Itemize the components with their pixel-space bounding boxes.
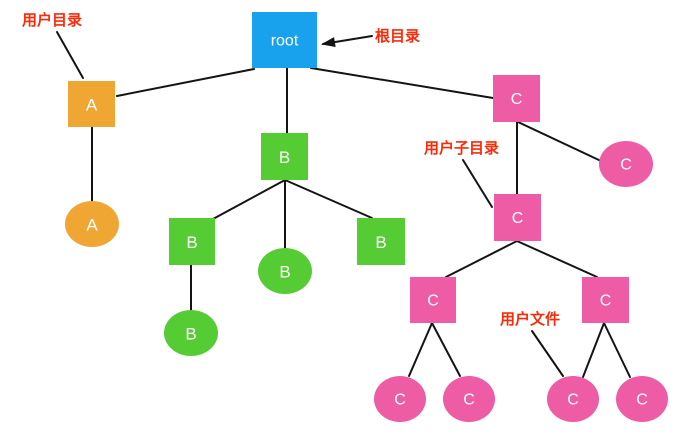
connector-user-file <box>531 330 564 377</box>
node-c-sub <box>494 194 541 241</box>
node-c-sub-right <box>582 277 629 323</box>
node-c-sub-label: C <box>512 210 524 227</box>
node-b-sub-right-label: B <box>375 233 386 252</box>
node-c-sub-left <box>410 277 456 323</box>
node-c-file-3-label: C <box>567 392 579 409</box>
node-a-file-label: A <box>86 216 98 235</box>
edge-cleft-cfile1 <box>408 322 433 377</box>
node-c-file-4 <box>616 376 668 422</box>
node-c-dir-label: C <box>511 91 523 108</box>
edge-cright-cfile3 <box>582 322 605 378</box>
node-c-dir <box>493 75 540 122</box>
node-b-dir <box>261 133 308 180</box>
node-b-file-left-label: B <box>185 325 196 344</box>
node-b-sub-left-label: B <box>186 233 197 252</box>
node-a-dir-label: A <box>86 96 98 115</box>
edge-b-bright <box>284 179 373 219</box>
node-b-sub-right <box>357 218 405 265</box>
label-user-subdirectory: 用户子目录 <box>424 139 499 157</box>
node-c-sub-right-label: C <box>600 293 612 310</box>
edge-cright-cfile4 <box>603 322 631 378</box>
node-c-file-top-label: C <box>620 157 632 174</box>
node-c-file-top <box>599 141 653 187</box>
connector-user-directory <box>56 31 84 79</box>
node-c-file-3 <box>547 376 599 422</box>
label-root-directory: 根目录 <box>375 27 420 45</box>
connector-root-directory-arrowhead-icon <box>321 37 336 48</box>
label-user-directory: 用户目录 <box>22 11 82 29</box>
label-user-file: 用户文件 <box>500 310 560 328</box>
node-b-file-mid <box>258 248 312 294</box>
node-b-sub-left <box>169 218 215 265</box>
node-a-file <box>65 201 119 247</box>
connector-user-subdirectory <box>462 159 493 208</box>
node-c-file-4-label: C <box>636 392 648 409</box>
node-c-file-1 <box>374 376 426 422</box>
node-root <box>252 12 317 68</box>
node-b-file-mid-label: B <box>279 263 290 282</box>
edge-csub-cright <box>516 240 598 278</box>
edge-root-c <box>310 67 494 99</box>
node-c-file-2 <box>443 376 495 422</box>
edge-cleft-cfile2 <box>431 322 461 377</box>
node-root-label: root <box>271 33 299 50</box>
node-b-dir-label: B <box>279 148 290 167</box>
node-b-file-left <box>164 310 218 356</box>
node-c-file-1-label: C <box>394 392 406 409</box>
node-c-sub-left-label: C <box>427 293 439 310</box>
edge-root-a <box>116 68 255 97</box>
edge-b-bleft <box>212 179 286 220</box>
edge-c-cfiletop <box>517 121 602 162</box>
node-c-file-2-label: C <box>463 392 475 409</box>
edge-csub-cleft <box>445 240 518 278</box>
node-a-dir <box>68 81 115 127</box>
